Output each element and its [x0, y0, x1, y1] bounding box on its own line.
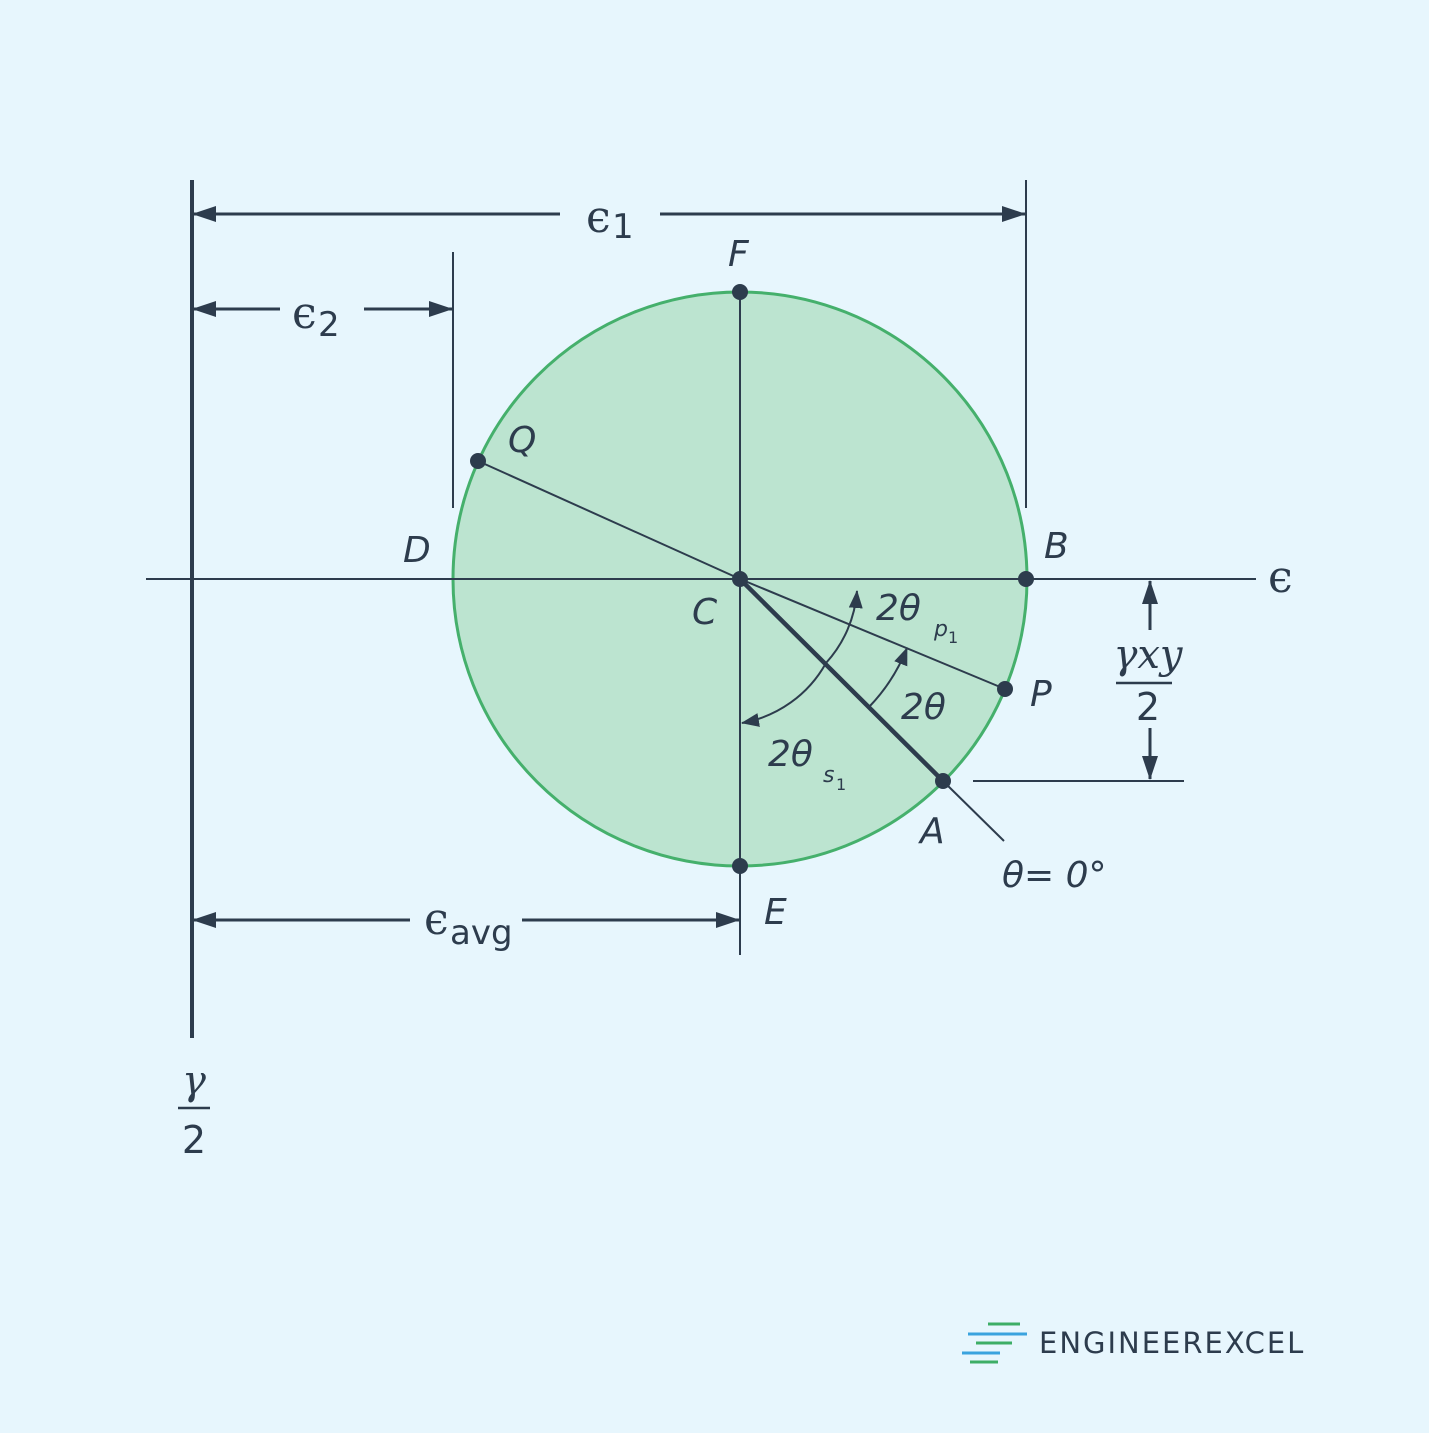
- line-a-extension: [942, 780, 1005, 842]
- shear-axis-denominator: 2: [182, 1118, 206, 1162]
- label-e: E: [764, 892, 787, 933]
- eps2-subscript: 2: [318, 305, 340, 345]
- label-s-subscript-index: 1: [836, 775, 846, 794]
- arc-2theta-s1: [741, 662, 827, 727]
- shear-axis-numerator: γ: [182, 1058, 206, 1104]
- point-c: [732, 571, 748, 587]
- label-p-subscript: p: [933, 617, 948, 642]
- point-q: [470, 453, 486, 469]
- label-a: A: [918, 811, 945, 852]
- label-s-subscript: s: [823, 763, 834, 788]
- point-f: [732, 284, 748, 300]
- label-p: P: [1030, 674, 1052, 715]
- label-2theta: 2θ: [901, 687, 946, 728]
- eps2-label: ϵ: [292, 288, 317, 339]
- epsavg-subscript: avg: [450, 913, 513, 953]
- epsavg-label: ϵ: [424, 894, 449, 945]
- line-cq: [477, 460, 741, 580]
- label-2theta-s1: 2θ: [768, 734, 813, 775]
- eps1-subscript: 1: [612, 207, 634, 247]
- arc-2theta-p1: [825, 590, 863, 664]
- line-cp: [739, 578, 1006, 690]
- point-b: [1018, 571, 1034, 587]
- point-p: [997, 681, 1013, 697]
- strain-axis-label: ϵ: [1268, 552, 1293, 603]
- point-e: [732, 858, 748, 874]
- label-c: C: [692, 592, 718, 633]
- label-q: Q: [508, 420, 536, 461]
- arc-2theta: [868, 647, 908, 708]
- label-d: D: [403, 530, 431, 571]
- speed-lines-icon: [962, 1322, 1027, 1364]
- label-p-subscript-index: 1: [948, 628, 958, 647]
- point-a: [935, 773, 951, 789]
- label-theta-zero: θ= 0°: [1002, 855, 1107, 896]
- gamma-xy-denominator: 2: [1136, 685, 1160, 729]
- eps1-label: ϵ: [586, 192, 611, 243]
- engineerexcel-logo: ENGINEEREXCEL: [962, 1322, 1305, 1364]
- label-b: B: [1044, 526, 1069, 567]
- logo-text: ENGINEEREXCEL: [1039, 1326, 1305, 1360]
- label-f: F: [728, 234, 750, 275]
- gamma-xy-numerator: γxy: [1113, 632, 1183, 678]
- label-2theta-p1: 2θ: [876, 588, 921, 629]
- line-ca: [738, 577, 945, 783]
